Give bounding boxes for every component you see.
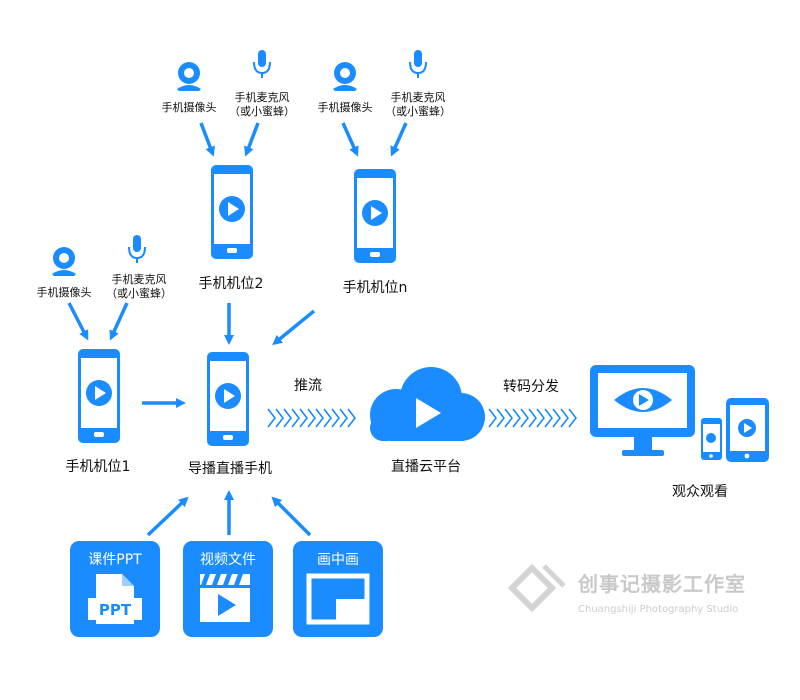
mic-label-note: （或小蜜蜂） <box>385 104 451 118</box>
pip-box: 画中画 <box>293 541 383 637</box>
phone-2-label: 手机机位2 <box>199 276 264 292</box>
arrow-icon <box>199 122 215 157</box>
arrow-icon <box>109 302 129 341</box>
phone-n-label: 手机机位n <box>343 280 408 296</box>
arrow-icon <box>244 122 260 157</box>
mic-label-note: （或小蜜蜂） <box>229 104 295 118</box>
document-icon: PPT <box>88 574 142 624</box>
arrow-icon <box>67 302 89 341</box>
camera-icon <box>333 62 357 91</box>
arrow-icon <box>390 122 408 157</box>
microphone-icon <box>128 234 146 264</box>
director-phone-icon <box>207 352 249 446</box>
arrow-icon <box>272 309 316 346</box>
microphone-icon <box>253 49 271 79</box>
cloud-play-icon <box>370 367 485 441</box>
phone-n-inputs: 手机摄像头 手机麦克风 （或小蜜蜂） <box>318 49 451 157</box>
courseware-ppt-box: 课件PPT PPT <box>70 541 160 637</box>
chevron-stream-icon <box>488 408 578 428</box>
audience-label: 观众观看 <box>672 484 728 500</box>
arrow-icon <box>146 496 189 537</box>
picture-in-picture-icon <box>306 573 370 625</box>
camera-icon <box>52 247 76 276</box>
camera-label: 手机摄像头 <box>162 100 217 114</box>
arrow-icon <box>271 496 312 537</box>
camera-label: 手机摄像头 <box>318 100 373 114</box>
phone-1-icon <box>78 349 120 443</box>
video-file-label: 视频文件 <box>200 552 256 568</box>
monitor-icon <box>590 365 695 456</box>
camera-label: 手机摄像头 <box>37 285 92 299</box>
ppt-badge: PPT <box>99 601 132 619</box>
chevron-stream-icon <box>267 408 357 428</box>
watermark-name: 创事记摄影工作室 <box>577 572 746 596</box>
push-stream-label: 推流 <box>294 378 322 394</box>
mic-label: 手机麦克风 <box>391 90 446 104</box>
phone-1-inputs: 手机摄像头 手机麦克风 （或小蜜蜂） <box>37 234 172 341</box>
courseware-label: 课件PPT <box>88 552 142 568</box>
clapperboard-icon <box>200 574 250 622</box>
arrow-icon <box>341 122 359 157</box>
phone-small-icon <box>701 418 722 460</box>
watermark-english: Chuangshiji Photography Studio <box>578 604 738 615</box>
video-file-box: 视频文件 <box>183 541 273 637</box>
mic-label: 手机麦克风 <box>112 272 167 286</box>
watermark-logo <box>507 563 566 613</box>
pip-label: 画中画 <box>317 552 359 568</box>
camera-icon <box>177 62 201 91</box>
cloud-platform-label: 直播云平台 <box>391 458 461 475</box>
microphone-icon <box>409 49 427 79</box>
transcode-label: 转码分发 <box>503 379 559 395</box>
mic-label: 手机麦克风 <box>235 90 290 104</box>
phone-n-icon <box>354 169 396 263</box>
director-phone-label: 导播直播手机 <box>188 460 272 477</box>
phone-2-inputs: 手机摄像头 手机麦克风 （或小蜜蜂） <box>162 49 295 157</box>
phone-1-label: 手机机位1 <box>66 459 131 475</box>
phone-2-icon <box>211 165 253 259</box>
mic-label-note: （或小蜜蜂） <box>106 286 172 300</box>
tablet-icon <box>726 398 769 462</box>
